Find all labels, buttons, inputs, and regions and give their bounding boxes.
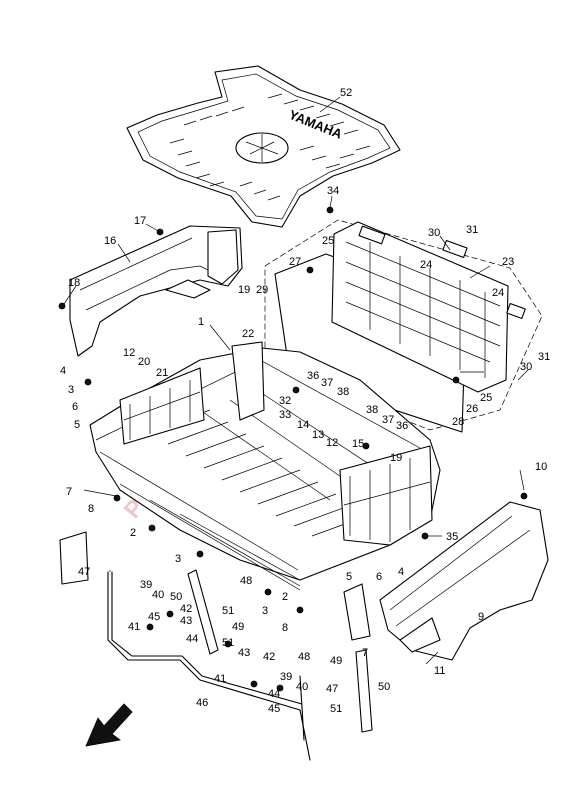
callout-30: 30 — [428, 227, 440, 239]
right-fender-panel — [379, 501, 549, 661]
callout-8: 8 — [88, 503, 94, 515]
callout-37: 37 — [321, 377, 333, 389]
callout-43: 43 — [180, 615, 192, 627]
callout-7: 7 — [66, 486, 72, 498]
callout-44: 44 — [186, 633, 198, 645]
callout-44: 44 — [268, 688, 280, 700]
callout-3: 3 — [68, 384, 74, 396]
callout-42: 42 — [180, 603, 192, 615]
callout-35: 35 — [446, 531, 458, 543]
callout-47: 47 — [78, 566, 90, 578]
callout-27: 27 — [289, 256, 301, 268]
callout-48: 48 — [298, 651, 310, 663]
gas-struts-and-cables — [59, 531, 373, 761]
callout-45: 45 — [268, 703, 280, 715]
callout-37: 37 — [382, 414, 394, 426]
cargo-bed-mat: YAMAHA — [126, 65, 401, 228]
callout-48: 48 — [240, 575, 252, 587]
callout-24: 24 — [420, 259, 432, 271]
callout-33: 33 — [279, 409, 291, 421]
callout-9: 9 — [478, 611, 484, 623]
callout-5: 5 — [346, 571, 352, 583]
callout-5: 5 — [74, 419, 80, 431]
callout-8: 8 — [282, 622, 288, 634]
callout-12: 12 — [123, 347, 135, 359]
left-side-panel — [69, 225, 243, 357]
callout-52: 52 — [340, 87, 352, 99]
front-direction-arrow-icon — [85, 703, 133, 747]
callout-13: 13 — [312, 429, 324, 441]
callout-32: 32 — [279, 395, 291, 407]
callout-46: 46 — [196, 697, 208, 709]
callout-30: 30 — [520, 361, 532, 373]
mat-ribs — [169, 93, 371, 201]
callout-19: 19 — [390, 452, 402, 464]
callout-4: 4 — [398, 566, 404, 578]
callout-25: 25 — [480, 392, 492, 404]
callout-34: 34 — [327, 185, 339, 197]
callout-11: 11 — [434, 665, 445, 677]
callout-3: 3 — [175, 553, 181, 565]
callout-10: 10 — [535, 461, 547, 473]
callout-29: 29 — [256, 284, 268, 296]
callout-40: 40 — [296, 681, 308, 693]
callout-15: 15 — [352, 438, 364, 450]
callout-43: 43 — [238, 647, 250, 659]
callout-51: 51 — [330, 703, 342, 715]
callout-24: 24 — [492, 287, 504, 299]
callout-2: 2 — [282, 591, 288, 603]
tailgate-assembly — [264, 219, 543, 433]
callout-18: 18 — [68, 277, 80, 289]
callout-47: 47 — [326, 683, 338, 695]
callout-1: 1 — [198, 316, 204, 328]
callout-14: 14 — [297, 419, 309, 431]
callout-50: 50 — [170, 591, 182, 603]
callout-51: 51 — [222, 637, 234, 649]
callout-26: 26 — [466, 403, 478, 415]
callout-numbers: 52 34 17 16 30 31 25 27 24 23 24 18 19 2… — [60, 87, 550, 715]
callout-41: 41 — [214, 673, 226, 685]
callout-19: 19 — [238, 284, 250, 296]
callout-23: 23 — [502, 256, 514, 268]
callout-31: 31 — [538, 351, 550, 363]
callout-42: 42 — [263, 651, 275, 663]
callout-39: 39 — [280, 671, 292, 683]
callout-41: 41 — [128, 621, 140, 633]
callout-36: 36 — [396, 420, 408, 432]
callout-50: 50 — [378, 681, 390, 693]
callout-31: 31 — [466, 224, 478, 236]
callout-21: 21 — [156, 367, 168, 379]
callout-39: 39 — [140, 579, 152, 591]
leader-lines — [63, 96, 529, 665]
callout-36: 36 — [307, 370, 319, 382]
callout-4: 4 — [60, 365, 66, 377]
fasteners — [58, 206, 528, 692]
callout-49: 49 — [330, 655, 342, 667]
callout-40: 40 — [152, 589, 164, 601]
callout-49: 49 — [232, 621, 244, 633]
callout-17: 17 — [134, 215, 146, 227]
callout-2: 2 — [130, 527, 136, 539]
callout-38: 38 — [366, 404, 378, 416]
callout-20: 20 — [138, 356, 150, 368]
callout-45: 45 — [148, 611, 160, 623]
callout-6: 6 — [72, 401, 78, 413]
callout-38: 38 — [337, 386, 349, 398]
callout-16: 16 — [104, 235, 116, 247]
callout-25: 25 — [322, 235, 334, 247]
callout-12: 12 — [326, 437, 338, 449]
callout-3: 3 — [262, 605, 268, 617]
cargo-bed-body — [89, 341, 441, 591]
callout-7: 7 — [362, 647, 368, 659]
callout-22: 22 — [242, 328, 254, 340]
callout-6: 6 — [376, 571, 382, 583]
callout-51: 51 — [222, 605, 234, 617]
callout-28: 28 — [452, 416, 464, 428]
